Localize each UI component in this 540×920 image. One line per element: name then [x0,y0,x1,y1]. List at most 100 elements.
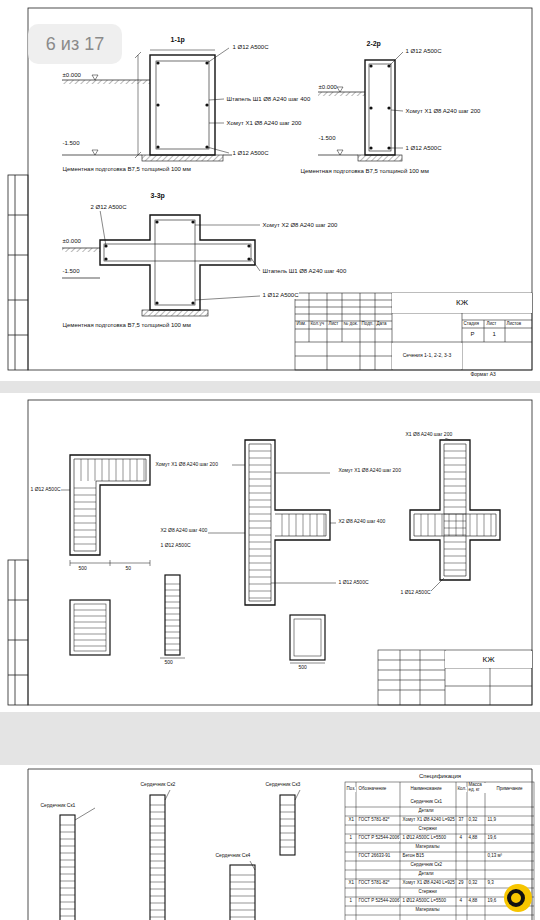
drawing-sheets [104,257,107,260]
stirrups [444,507,466,508]
wall-junction-details [290,615,325,660]
sheet-frames [8,175,28,370]
stirrups [74,628,106,629]
stirrups [345,915,534,916]
section-1-1 [135,50,215,158]
sheet-frames [28,400,532,705]
section-3-3 [62,248,100,278]
drawing-sheets [156,61,159,64]
stirrups [444,514,466,515]
sheet-pages [0,393,540,712]
sheet-pages [0,0,540,381]
stirrups [249,556,271,557]
stirrups [249,528,271,529]
stirrups [444,500,466,501]
stirrups [249,507,271,508]
node-text: Сечения 1-1, 2-2, 3-3 [403,353,452,359]
stirrups [444,451,466,452]
table-cell: Хомут Х1 Ø8 A240 L=925 [402,881,455,886]
drawing-sheets [155,301,158,304]
stirrups [150,805,165,806]
callout-text: ±0.000 [62,238,81,245]
stirrups [249,563,271,564]
stirrups [109,459,110,481]
stirrups [345,861,534,862]
stirrups [74,610,106,611]
table-cell: Кол. [457,787,467,792]
title-block [378,650,532,705]
stirrups [165,602,180,603]
stirrups [230,875,255,876]
stirrups [463,514,464,536]
drawing-sheets [191,301,194,304]
wall-junction-details [430,438,450,592]
section-mark: 1-1р [170,36,185,44]
drawing-sheets [369,64,372,67]
stirrups [444,493,466,494]
stirrups [444,479,466,480]
section-3-3 [62,210,260,316]
callout-text: Листов [506,322,522,327]
stirrups [449,514,450,536]
stirrups [60,874,75,875]
wall-junction-details [74,459,146,551]
stirrups [150,889,165,890]
section-2-2 [318,92,365,96]
table-cell: 4 [459,899,463,904]
stirrups [310,514,311,536]
table-cell: 11,9 [487,818,496,823]
stirrups [150,903,165,904]
callout-text: Сердечник Ск1 [40,803,76,809]
title-block [295,293,532,370]
drawing-sheets [387,146,390,149]
table-cell: Обозначение [358,787,387,792]
wall-junction-details [160,658,325,663]
stirrups [60,881,75,882]
stirrups [345,834,534,835]
stirrups [150,861,165,862]
callout-text: Цементная подготовка В7,5 толщиной 100 м… [300,168,429,175]
table-cell: Х1 [348,818,355,823]
callout-text: ±0.000 [62,72,81,79]
section-3-3 [155,220,195,305]
title-cell: КЖ [392,293,532,313]
table-cell: 0,32 [468,818,478,823]
stirrups [280,812,295,813]
callout-text: 1 Ø12 A500С [338,580,369,586]
drawing-sheets [369,146,372,149]
sheet-pages [0,765,540,920]
table-cell: 19,6 [487,836,497,841]
callout-text: Х2 Ø8 A240 шаг 400 [160,528,208,534]
stirrups [249,514,271,515]
stirrups [150,847,165,848]
drawing-sheets [104,244,107,247]
stirrups [116,459,117,481]
stirrups [444,549,466,550]
stirrups [477,514,478,536]
callout-text: Х2 Ø8 A240 шаг 400 [338,519,386,525]
stirrups [444,528,466,529]
stirrups [60,888,75,889]
stirrups [150,840,165,841]
stirrups [95,459,96,481]
stirrups [444,542,466,543]
table-cell: Детали [418,809,434,814]
callout-text: Хомут Х1 Ø8 A240 шаг 200 [226,120,302,127]
stirrups [484,514,485,536]
callout-text: № док. [343,322,358,327]
callout-text: -1.500 [318,135,336,142]
wall-junction-details [165,575,180,655]
stirrups [280,840,295,841]
rebar-cages [230,865,255,920]
callout-text: 50 [125,566,132,572]
wall-junction-details [410,440,500,580]
stirrups [165,650,180,651]
section-mark: 2-2р [366,40,381,48]
stirrups [249,458,271,459]
stirrups [60,909,75,910]
table-cell: Материалы [415,908,440,913]
wall-junction-details [294,619,321,656]
stirrups [444,556,466,557]
section-2-2 [369,64,391,151]
stirrups [60,839,75,840]
